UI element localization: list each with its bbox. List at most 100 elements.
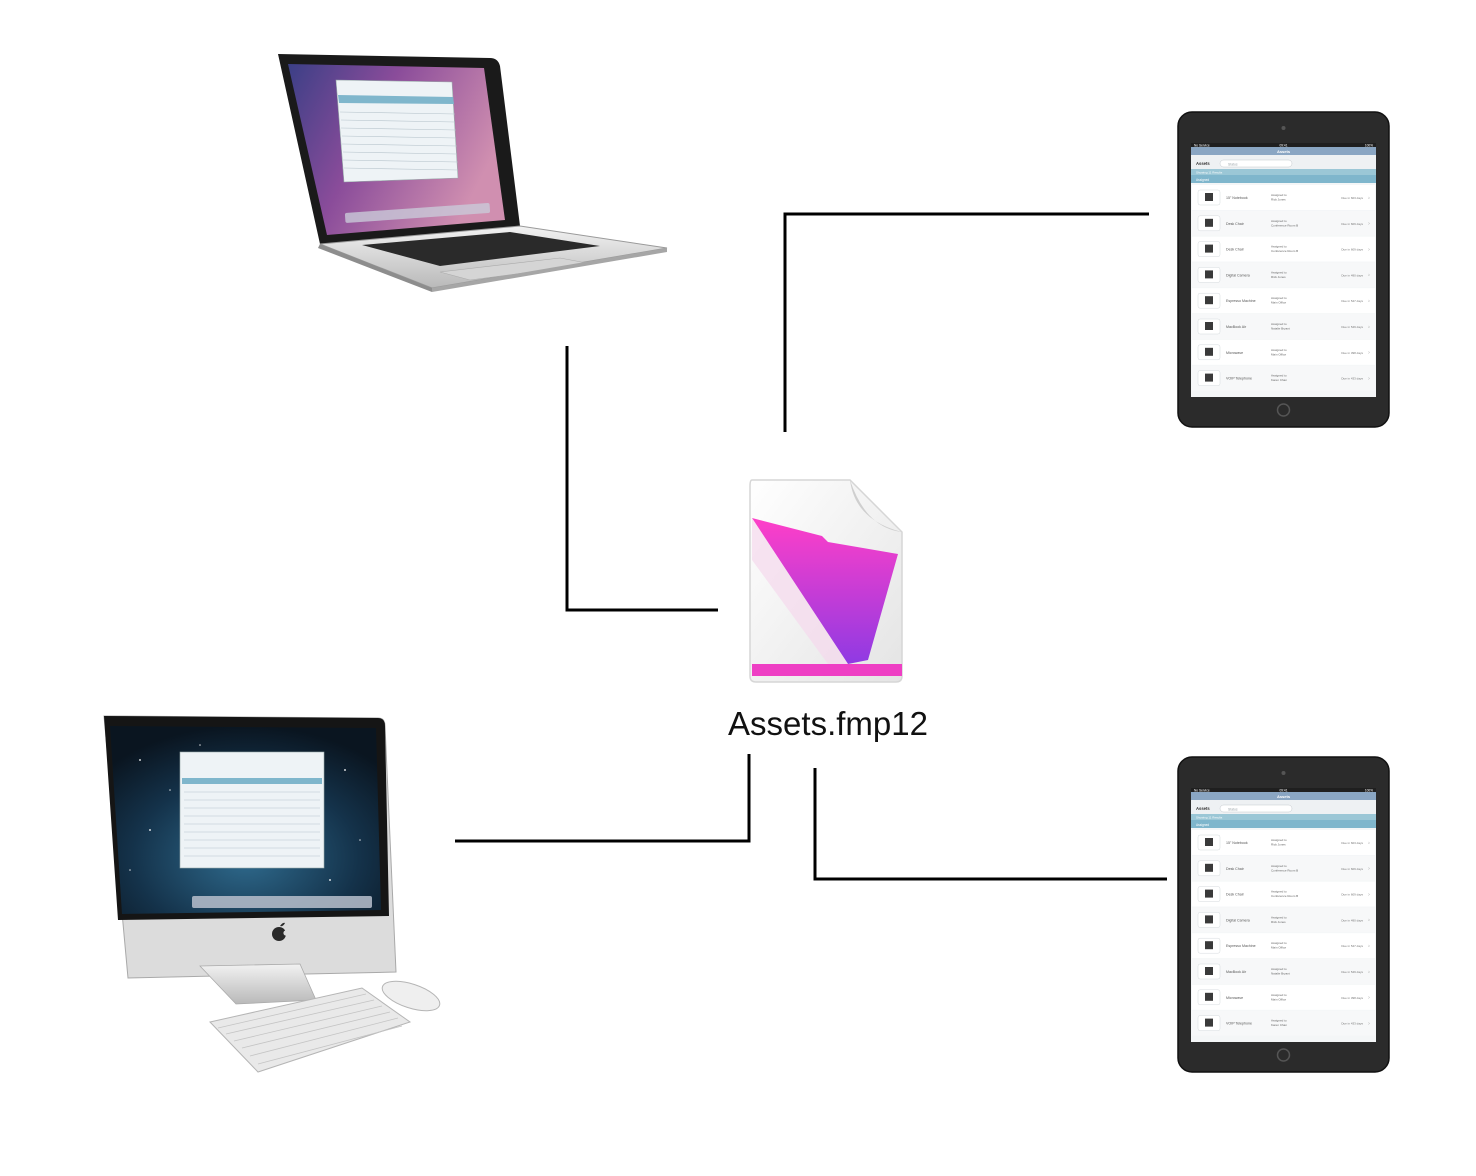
- row-background: [1192, 959, 1375, 984]
- connector-ipad-bottom: [813, 768, 1167, 881]
- chevron-right-icon: ›: [1368, 866, 1370, 872]
- assigned-label: Assigned to: [1271, 915, 1287, 919]
- asset-name: Espresso Machine: [1226, 944, 1256, 948]
- assigned-label: Assigned to: [1271, 1019, 1287, 1023]
- keyboard-icon: [209, 987, 412, 1073]
- connector-macbook: [565, 346, 718, 612]
- assigned-label: Assigned to: [1271, 941, 1287, 945]
- chevron-right-icon: ›: [1368, 376, 1370, 382]
- asset-name: 15" Notebook: [1226, 196, 1248, 200]
- due-date: Due in 398 days: [1341, 351, 1363, 355]
- due-date: Due in 603 days: [1341, 196, 1363, 200]
- assigned-to: Conference Room B: [1271, 868, 1298, 872]
- assigned-to: Rick Jones: [1271, 920, 1286, 924]
- asset-photo-icon: [1205, 992, 1213, 1001]
- assigned-label: Assigned to: [1271, 864, 1287, 868]
- app-title: Assets: [1277, 149, 1291, 154]
- assigned-to: Conference Room B: [1271, 249, 1298, 253]
- asset-photo-icon: [1205, 193, 1213, 201]
- chevron-right-icon: ›: [1368, 247, 1370, 253]
- asset-name: MacBook Air: [1226, 325, 1247, 329]
- due-date: Due in 490 days: [1341, 273, 1363, 277]
- asset-photo-icon: [1205, 296, 1213, 305]
- assigned-label: Assigned to: [1271, 270, 1287, 274]
- asset-photo-icon: [1205, 889, 1213, 898]
- assigned-to: Main Office: [1271, 997, 1286, 1001]
- asset-name: Espresso Machine: [1226, 299, 1256, 303]
- assigned-label: Assigned to: [1271, 219, 1287, 223]
- assigned-to: Main Office: [1271, 946, 1286, 950]
- search-field[interactable]: [1219, 804, 1293, 813]
- status-carrier: No Service: [1194, 789, 1210, 793]
- status-time: 09:41: [1280, 144, 1288, 148]
- assigned-to: Main Office: [1271, 352, 1286, 356]
- chevron-right-icon: ›: [1368, 969, 1370, 975]
- group-header: Assigned: [1196, 178, 1209, 182]
- chevron-right-icon: ›: [1368, 995, 1370, 1001]
- assigned-label: Assigned to: [1271, 967, 1287, 971]
- due-date: Due in 609 days: [1341, 248, 1363, 252]
- assigned-to: Karen Chan: [1271, 1023, 1287, 1027]
- assigned-label: Assigned to: [1271, 348, 1287, 352]
- due-date: Due in 603 days: [1341, 841, 1363, 845]
- row-background: [1192, 907, 1375, 933]
- assigned-label: Assigned to: [1271, 838, 1287, 842]
- assigned-label: Assigned to: [1271, 890, 1287, 894]
- app-title: Assets: [1277, 794, 1291, 799]
- chevron-right-icon: ›: [1368, 1021, 1370, 1027]
- row-background: [1192, 365, 1375, 391]
- asset-name: VOIP Telephone: [1226, 1022, 1252, 1026]
- asset-photo-icon: [1205, 941, 1213, 950]
- chevron-right-icon: ›: [1368, 299, 1370, 305]
- assigned-label: Assigned to: [1271, 245, 1287, 249]
- asset-name: Digital Camera: [1226, 918, 1250, 922]
- status-battery: 100%: [1365, 789, 1373, 793]
- assigned-label: Assigned to: [1271, 374, 1287, 378]
- chevron-right-icon: ›: [1368, 221, 1370, 227]
- assigned-to: Conference Room B: [1271, 894, 1298, 898]
- search-placeholder: Status: [1228, 807, 1238, 811]
- row-background: [1192, 236, 1375, 262]
- connector-imac: [455, 754, 751, 843]
- asset-photo-icon: [1205, 967, 1213, 975]
- asset-name: Microwave: [1226, 996, 1243, 1000]
- chevron-right-icon: ›: [1368, 350, 1370, 356]
- asset-name: MacBook Air: [1226, 970, 1247, 974]
- filemaker-document-icon: [749, 479, 903, 683]
- toolbar-label: Assets: [1196, 806, 1210, 811]
- results-count: Showing 11 Results: [1196, 171, 1223, 175]
- file-name-label: Assets.fmp12: [728, 705, 928, 742]
- laptop-icon: [278, 54, 668, 292]
- asset-name: Desk Chair: [1226, 222, 1245, 226]
- assigned-to: Rick Jones: [1271, 843, 1286, 847]
- asset-name: 15" Notebook: [1226, 841, 1248, 845]
- search-field[interactable]: [1219, 159, 1293, 168]
- asset-photo-icon: [1205, 270, 1213, 279]
- group-header: Assigned: [1196, 823, 1209, 827]
- asset-name: Desk Chair: [1226, 248, 1245, 252]
- chevron-right-icon: ›: [1368, 892, 1370, 898]
- toolbar-label: Assets: [1196, 161, 1210, 166]
- row-background: [1192, 288, 1375, 314]
- assigned-label: Assigned to: [1271, 193, 1287, 197]
- due-date: Due in 609 days: [1341, 222, 1363, 226]
- connector-lines: [455, 212, 1167, 881]
